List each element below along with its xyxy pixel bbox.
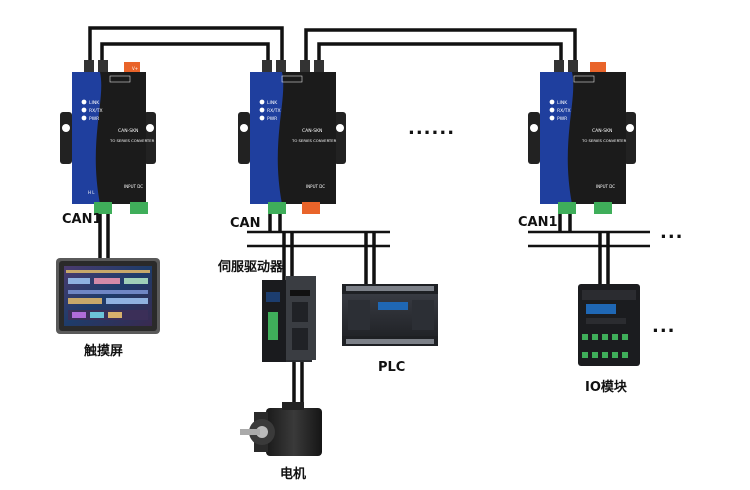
- label-servo-driver: 伺服驱动器: [218, 260, 284, 275]
- converter-model: CAN-SKN: [302, 128, 322, 134]
- led-label-link: LINK: [267, 100, 278, 106]
- power-terminal: [594, 202, 612, 214]
- ellipsis-right-bus: ...: [660, 222, 684, 243]
- converter-subtitle: TO SERIES CONVERTER: [109, 138, 155, 143]
- label-can-middle: CAN: [230, 216, 261, 231]
- led-label-rxtx: RX/TX: [557, 108, 571, 114]
- converter-power-label: INPUT DC: [124, 184, 143, 189]
- converter-top-label: V+: [132, 66, 138, 71]
- converter-model: CAN-SKN: [118, 128, 138, 134]
- led-label-link: LINK: [557, 100, 568, 106]
- motor-device: [240, 402, 322, 456]
- led-label-rxtx: RX/TX: [89, 108, 103, 114]
- label-plc: PLC: [378, 360, 406, 375]
- label-touch-screen: 触摸屏: [84, 344, 124, 359]
- can-terminal: [558, 202, 576, 214]
- converter-1: LINK RX/TX PWR CAN-SKN TO SERIES CONVERT…: [60, 60, 156, 214]
- servo-driver-device: [262, 276, 316, 362]
- led-label-pwr: PWR: [557, 116, 567, 122]
- label-motor: 电机: [280, 467, 307, 482]
- can-bus-right: [528, 230, 650, 248]
- power-terminal: [302, 202, 320, 214]
- led-label-pwr: PWR: [89, 116, 99, 122]
- converter-can-hl: H L: [88, 190, 95, 195]
- top-interconnect-cables: [88, 26, 577, 62]
- converter-power-label: INPUT DC: [306, 184, 325, 189]
- converter-2: LINK RX/TX PWR CAN-SKN TO SERIES CONVERT…: [238, 60, 346, 214]
- led-label-pwr: PWR: [267, 116, 277, 122]
- label-io-module: IO模块: [585, 380, 627, 395]
- label-can1-left: CAN1: [62, 212, 102, 227]
- plc-device: [342, 284, 438, 346]
- led-indicators: LINK RX/TX PWR: [81, 99, 103, 122]
- ellipsis-right-io: ...: [652, 316, 676, 337]
- converter-subtitle: TO SERIES CONVERTER: [291, 138, 337, 143]
- can-terminal: [268, 202, 286, 214]
- converter-subtitle: TO SERIES CONVERTER: [581, 138, 627, 143]
- led-label-rxtx: RX/TX: [267, 108, 281, 114]
- can-terminal: [94, 202, 112, 214]
- power-terminal: [130, 202, 148, 214]
- touch-screen-device: [56, 258, 160, 334]
- converter-model: CAN-SKN: [592, 128, 612, 134]
- can-bus-middle: [247, 230, 390, 248]
- label-can1-right: CAN1: [518, 215, 558, 230]
- io-module-device: [578, 284, 640, 366]
- led-label-link: LINK: [89, 100, 100, 106]
- ellipsis-top: ......: [408, 118, 456, 139]
- converter-3: LINK RX/TX PWR CAN-SKN TO SERIES CONVERT…: [528, 60, 636, 214]
- converter-power-label: INPUT DC: [596, 184, 615, 189]
